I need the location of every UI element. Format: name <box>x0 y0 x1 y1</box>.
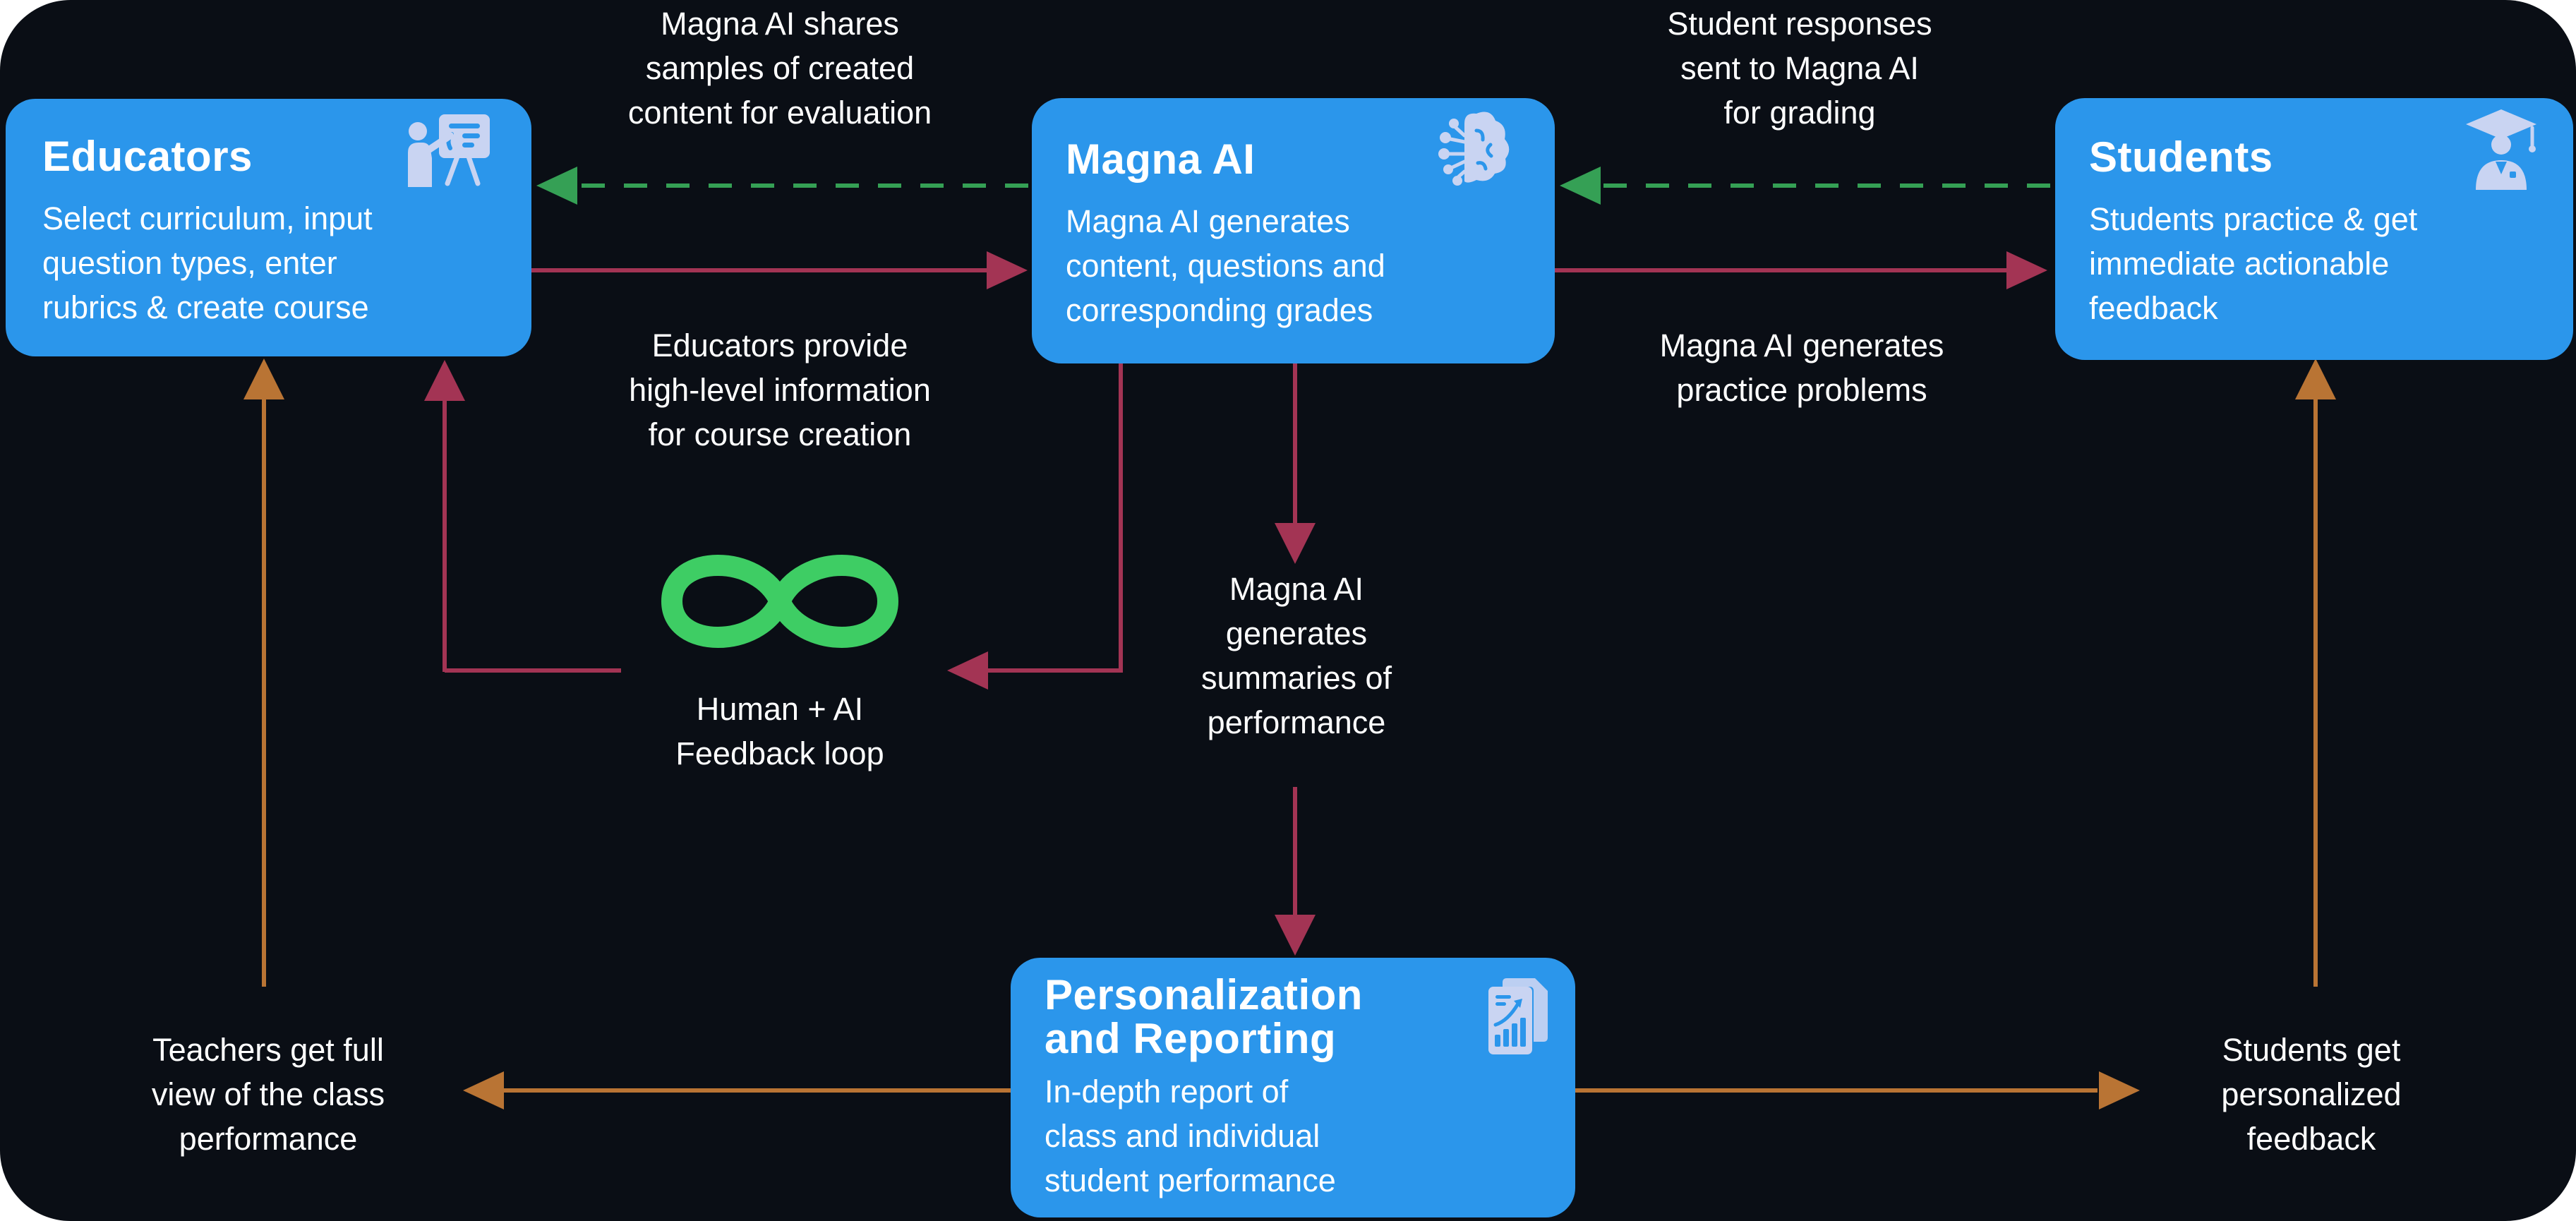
label-students-feedback: Students get personalized feedback <box>2221 1032 2402 1157</box>
line-magna-to-students <box>1555 268 2008 272</box>
arrowhead-into-magna <box>1560 167 1601 205</box>
label-practice-problems: Magna AI generates practice problems <box>1659 327 1944 408</box>
label-shares-samples: Magna AI shares samples of created conte… <box>627 6 932 131</box>
magna-ai-title: Magna AI <box>1066 136 1256 183</box>
arrowhead-to-students-label <box>2099 1071 2140 1109</box>
line-loop-to-educators-horizontal <box>445 668 621 673</box>
arrowhead-into-educators <box>536 167 577 205</box>
educators-title: Educators <box>42 133 253 180</box>
arrowhead-into-loop <box>947 651 988 690</box>
arrowhead-into-educators-bottom <box>243 359 284 399</box>
report-chart-icon <box>1488 978 1548 1054</box>
arrowhead-magna-to-students <box>2006 251 2047 289</box>
educators-body: Select curriculum, input question types,… <box>42 200 373 325</box>
students-box: Students Students practice & get immedia… <box>2055 98 2573 360</box>
line-educators-to-magna <box>531 268 988 272</box>
personalization-title: Personalization and Reporting <box>1045 971 1363 1062</box>
ai-brain-icon <box>1438 112 1510 186</box>
label-student-responses: Student responses sent to Magna AI for g… <box>1667 6 1932 131</box>
line-teachers-to-educators <box>262 397 266 987</box>
arrowhead-into-personalization <box>1275 915 1316 956</box>
magna-ai-body: Magna AI generates content, questions an… <box>1066 203 1385 328</box>
line-magna-down <box>1293 363 1297 526</box>
line-magna-to-loop-horizontal <box>988 668 1123 673</box>
line-personalization-to-teachers <box>504 1088 1011 1093</box>
label-educators-provide: Educators provide high-level information… <box>629 327 931 452</box>
line-studentsfb-to-students <box>2313 397 2318 987</box>
label-feedback-loop: Human + AI Feedback loop <box>675 691 884 771</box>
label-teachers-view: Teachers get full view of the class perf… <box>151 1032 385 1157</box>
arrowhead-loop-into-educators <box>424 360 465 401</box>
dashed-line-students-to-magna <box>1603 184 2055 188</box>
line-loop-to-educators-vertical <box>443 397 447 672</box>
students-title: Students <box>2089 133 2273 181</box>
arrowhead-to-summaries <box>1275 523 1316 564</box>
arrowhead-educators-to-magna <box>987 251 1028 289</box>
personalization-box: Personalization and Reporting In-depth r… <box>1011 958 1575 1217</box>
teacher-presenting-icon <box>408 114 490 187</box>
arrowhead-into-students-bottom <box>2295 359 2336 399</box>
dashed-line-magna-to-educators <box>582 184 1032 188</box>
line-magna-to-loop-vertical <box>1119 363 1123 673</box>
line-personalization-to-students <box>1575 1088 2097 1093</box>
infinity-loop-icon <box>661 555 899 648</box>
label-summaries: Magna AI generates summaries of performa… <box>1200 571 1392 740</box>
personalization-body: In-depth report of class and individual … <box>1045 1073 1336 1198</box>
graduate-student-icon <box>2466 109 2536 190</box>
arrowhead-to-teachers-label <box>463 1071 504 1109</box>
students-body: Students practice & get immediate action… <box>2089 201 2418 326</box>
line-summaries-to-personalization <box>1293 787 1297 918</box>
